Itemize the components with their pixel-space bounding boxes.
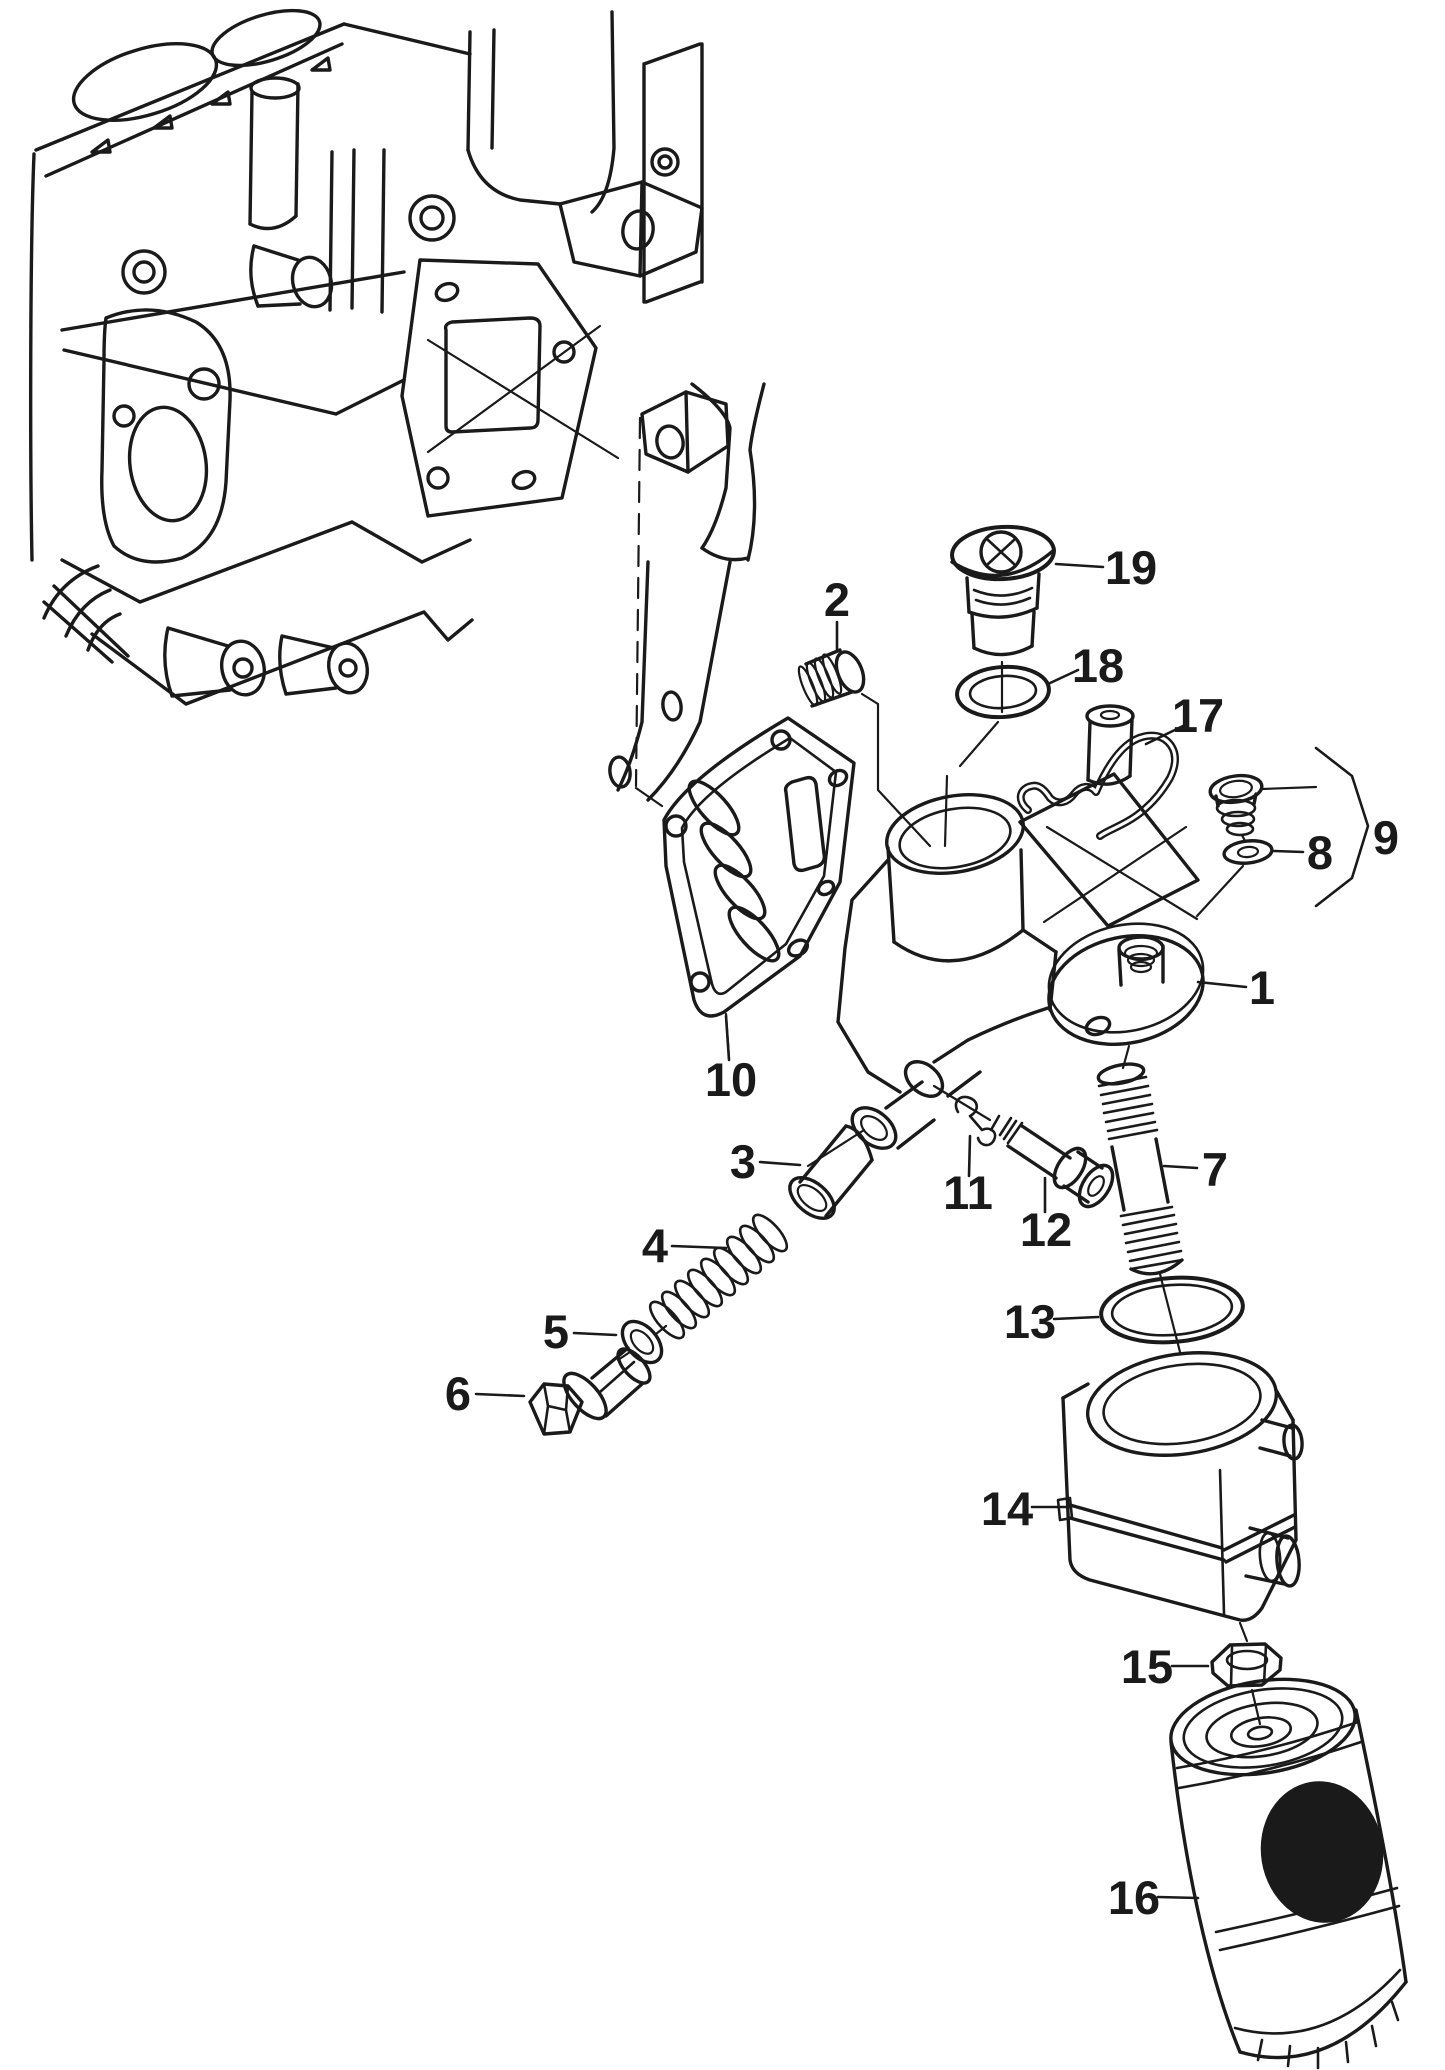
- callout-17-leader: [1144, 724, 1185, 746]
- gasket-part-10: [662, 716, 856, 1018]
- callout-15[interactable]: 15: [1121, 1640, 1173, 1693]
- callout-18-leader: [1046, 668, 1080, 686]
- callout-1[interactable]: 1: [1249, 961, 1275, 1014]
- piston-part-3: [788, 1124, 874, 1220]
- callout-9-leader: [1314, 746, 1370, 908]
- plug-part-2: [797, 648, 866, 708]
- callout-9[interactable]: 9: [1373, 811, 1399, 864]
- callout-3-leader: [758, 1160, 802, 1167]
- callout-17[interactable]: 17: [1172, 689, 1224, 742]
- callout-16-leader: [1156, 1895, 1200, 1900]
- callout-8-leader: [1272, 849, 1305, 854]
- oil-filter-part-16: [1169, 1677, 1408, 2070]
- callout-18[interactable]: 18: [1072, 639, 1124, 692]
- callout-6-leader: [474, 1392, 526, 1398]
- callout-10-leader: [724, 1014, 731, 1062]
- screw-part-12: [989, 1114, 1115, 1209]
- callout-5[interactable]: 5: [543, 1305, 569, 1358]
- callout-7-leader: [1162, 1164, 1199, 1170]
- callout-5-leader: [572, 1331, 618, 1337]
- callout-12[interactable]: 12: [1020, 1203, 1072, 1256]
- callout-4-leader: [670, 1244, 728, 1250]
- nut-part-15: [1210, 1642, 1283, 1688]
- callout-2[interactable]: 2: [824, 573, 850, 626]
- callout-7[interactable]: 7: [1202, 1143, 1228, 1196]
- screw-plug-part-6: [528, 1346, 652, 1436]
- callout-11-leader: [967, 1134, 972, 1178]
- callout-4[interactable]: 4: [642, 1219, 668, 1272]
- valve-part-9: [1208, 773, 1264, 843]
- stud-part-7: [1096, 1062, 1184, 1276]
- callout-10[interactable]: 10: [705, 1053, 757, 1106]
- callout-13[interactable]: 13: [1004, 1295, 1056, 1348]
- callout-14[interactable]: 14: [981, 1482, 1033, 1535]
- callout-19[interactable]: 19: [1105, 541, 1157, 594]
- mounting-bracket-art: [608, 382, 766, 802]
- callout-19-leader: [1054, 562, 1105, 569]
- callout-3[interactable]: 3: [730, 1135, 756, 1188]
- callout-16[interactable]: 16: [1108, 1871, 1160, 1924]
- cap-part-19: [950, 524, 1056, 657]
- callout-1-leader: [1196, 980, 1248, 989]
- callout-6[interactable]: 6: [445, 1367, 471, 1420]
- clip-part-11: [954, 1095, 997, 1147]
- callout-8[interactable]: 8: [1307, 826, 1333, 879]
- engine-block-art: [28, 8, 704, 706]
- oil-cooler-part-14: [1056, 1351, 1304, 1622]
- callout-13-leader: [1052, 1315, 1100, 1321]
- housing-part-1: [836, 704, 1205, 1150]
- oring-part-13: [1099, 1275, 1245, 1345]
- callout-11[interactable]: 11: [943, 1166, 993, 1219]
- clip-part-17: [1016, 731, 1179, 840]
- washer-part-8: [1222, 839, 1274, 865]
